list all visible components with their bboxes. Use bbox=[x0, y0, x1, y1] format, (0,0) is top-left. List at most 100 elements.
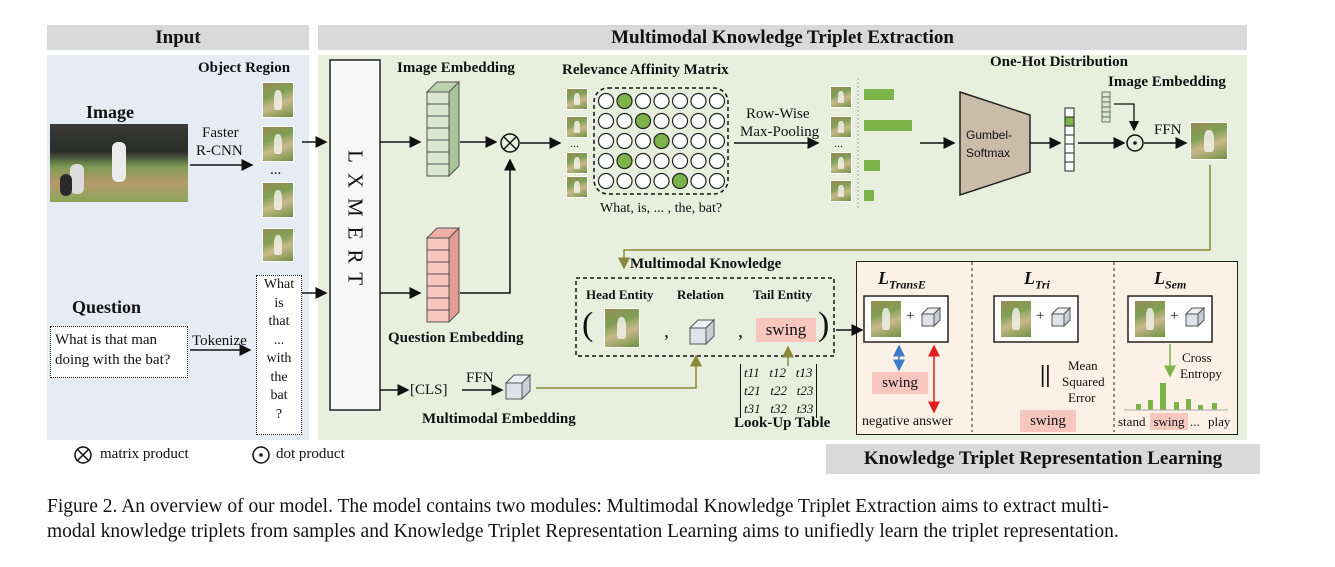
ffn-top-label: FFN bbox=[1154, 122, 1182, 138]
lookup-cell: t31 bbox=[744, 401, 761, 416]
comma-2: , bbox=[738, 320, 743, 342]
loss-transe-title: LTransE bbox=[878, 268, 926, 293]
matrix-caption: What, is, ... , the, bat? bbox=[600, 201, 723, 216]
token: that bbox=[268, 314, 290, 329]
matrix-cell bbox=[616, 152, 633, 170]
matrix-cell bbox=[653, 172, 670, 190]
image-embedding-label: Image Embedding bbox=[397, 60, 515, 76]
matrix-cell bbox=[616, 172, 633, 190]
matrix-cell bbox=[708, 112, 726, 130]
matrix-cell bbox=[690, 132, 707, 150]
output-image-thumb bbox=[1190, 122, 1228, 160]
matrix-cell bbox=[597, 112, 615, 130]
matrix-cell bbox=[616, 132, 633, 150]
tri-mse-1: Mean bbox=[1068, 358, 1098, 373]
image-embedding-stack bbox=[425, 80, 461, 178]
matrix-cell bbox=[634, 112, 652, 130]
matrix-cell bbox=[671, 92, 689, 110]
pooled-bars bbox=[864, 89, 912, 201]
figure-caption: Figure 2. An overview of our model. The … bbox=[47, 494, 1297, 544]
matrix-cell bbox=[616, 112, 633, 130]
head-entity-thumb bbox=[604, 308, 640, 348]
lookup-cell: t13 bbox=[795, 365, 813, 380]
loss-sem-main: L bbox=[1154, 268, 1165, 288]
matrix-cell bbox=[653, 132, 670, 150]
matrix-cell bbox=[671, 152, 689, 170]
tri-mse-3: Error bbox=[1068, 390, 1096, 405]
region-thumb-2 bbox=[262, 126, 294, 162]
question-label: Question bbox=[72, 297, 142, 317]
transe-negative-label: negative answer bbox=[862, 414, 953, 429]
pool-thumb-3 bbox=[830, 152, 852, 174]
sem-ce-1: Cross bbox=[1182, 350, 1212, 365]
lookup-table-label: Look-Up Table bbox=[734, 415, 831, 431]
matrix-row-thumb-2 bbox=[566, 116, 588, 138]
matrix-cell bbox=[653, 152, 670, 170]
caption-line-2: modal knowledge triplets from samples an… bbox=[47, 521, 1119, 542]
transe-thumb bbox=[870, 300, 902, 338]
lookup-cell: t32 bbox=[770, 401, 787, 416]
question-box: What is that man doing with the bat? bbox=[50, 326, 188, 378]
ffn-bottom-label: FFN bbox=[466, 370, 494, 386]
right-paren: ) bbox=[818, 306, 830, 343]
loss-tri-title: LTri bbox=[1024, 268, 1050, 293]
question-line-1: What is that man bbox=[55, 332, 158, 348]
relevance-matrix-cells bbox=[597, 92, 726, 190]
row-wise-label-1: Row-Wise bbox=[746, 106, 810, 122]
matrix-cell bbox=[708, 132, 726, 150]
token: ... bbox=[273, 332, 285, 348]
region-thumb-4 bbox=[262, 228, 294, 262]
matrix-cell bbox=[634, 92, 652, 110]
matrix-cell bbox=[653, 92, 670, 110]
matrix-row-ellipsis: ... bbox=[570, 136, 579, 150]
matrix-cell bbox=[597, 172, 615, 190]
pool-thumb-1 bbox=[830, 86, 852, 108]
lookup-cell: t12 bbox=[769, 365, 787, 380]
lookup-cell: t11 bbox=[744, 365, 760, 380]
matrix-row-thumb-1 bbox=[566, 88, 588, 110]
sem-ce-2: Entropy bbox=[1180, 366, 1222, 381]
image-embedding-small bbox=[1101, 91, 1111, 123]
relation-cube bbox=[688, 318, 716, 346]
matrix-cell bbox=[634, 172, 652, 190]
multimodal-embedding-label: Multimodal Embedding bbox=[422, 411, 576, 427]
multimodal-knowledge-box bbox=[575, 277, 835, 357]
question-embedding-label: Question Embedding bbox=[388, 330, 524, 346]
matrix-cell bbox=[690, 112, 707, 130]
comma-1: , bbox=[664, 320, 669, 342]
caption-line-1: Figure 2. An overview of our model. The … bbox=[47, 496, 1109, 517]
matrix-cell bbox=[616, 92, 633, 110]
matrix-cell bbox=[671, 132, 689, 150]
lookup-cell: t33 bbox=[796, 401, 814, 416]
legend-matrix-label: matrix product bbox=[100, 446, 189, 462]
loss-cubes bbox=[920, 306, 1206, 328]
pool-ellipsis: ... bbox=[834, 136, 843, 150]
matrix-cell bbox=[690, 152, 707, 170]
row-wise-label-2: Max-Pooling bbox=[740, 124, 820, 140]
matrix-cell bbox=[690, 172, 707, 190]
extraction-header: Multimodal Knowledge Triplet Extraction bbox=[318, 25, 1247, 50]
region-thumb-3 bbox=[262, 182, 294, 218]
matrix-cell bbox=[597, 92, 615, 110]
lookup-table: t11 t12 t13 t21 t22 t23 t31 t32 t33 bbox=[740, 364, 818, 418]
matrix-cell bbox=[653, 112, 670, 130]
multimodal-embedding-cube bbox=[504, 373, 532, 401]
tri-answer: swing bbox=[1020, 410, 1076, 432]
token: with bbox=[266, 351, 292, 366]
tail-entity-value: swing bbox=[756, 318, 816, 342]
region-thumb-1 bbox=[262, 82, 294, 118]
token: bat bbox=[270, 388, 288, 403]
transe-answer: swing bbox=[872, 372, 928, 394]
input-header: Input bbox=[47, 25, 309, 50]
relevance-matrix-box bbox=[593, 87, 729, 195]
matrix-cell bbox=[597, 152, 615, 170]
loss-tri-sub: Tri bbox=[1035, 277, 1050, 292]
sem-x-play: play bbox=[1208, 414, 1231, 429]
pool-thumb-2 bbox=[830, 116, 852, 138]
lxmert-text: LXMERT bbox=[343, 150, 368, 296]
image-label: Image bbox=[86, 102, 134, 122]
cls-label: [CLS] bbox=[410, 382, 448, 398]
matrix-cell bbox=[597, 132, 615, 150]
sem-plus: + bbox=[1170, 308, 1179, 324]
